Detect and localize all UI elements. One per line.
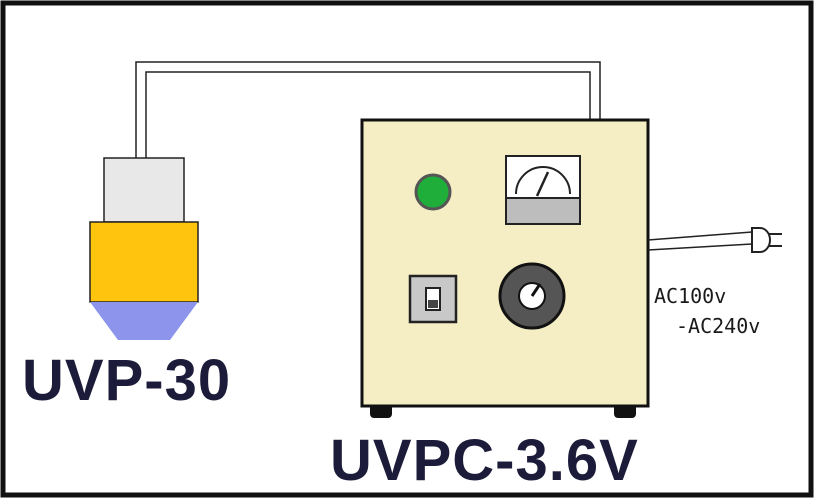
lamp-model-label: UVP-30 <box>22 348 232 413</box>
lamp-cable <box>135 61 601 160</box>
power-cord <box>647 231 753 251</box>
lamp-body <box>89 221 199 303</box>
power-switch-icon <box>408 274 458 324</box>
voltage-label-line2: -AC240v <box>676 314 761 338</box>
indicator-lamp-icon <box>414 173 452 211</box>
controller-box <box>360 118 650 418</box>
lamp-lens <box>90 302 198 340</box>
uv-lamp <box>89 157 199 340</box>
controller-model-label: UVPC-3.6V <box>330 428 639 493</box>
lamp-cap <box>103 157 185 223</box>
voltage-label-line1: AC100v <box>654 284 727 308</box>
power-plug-icon <box>751 227 782 253</box>
meter-gauge-icon <box>505 155 581 225</box>
adjustment-knob-icon <box>498 262 566 330</box>
